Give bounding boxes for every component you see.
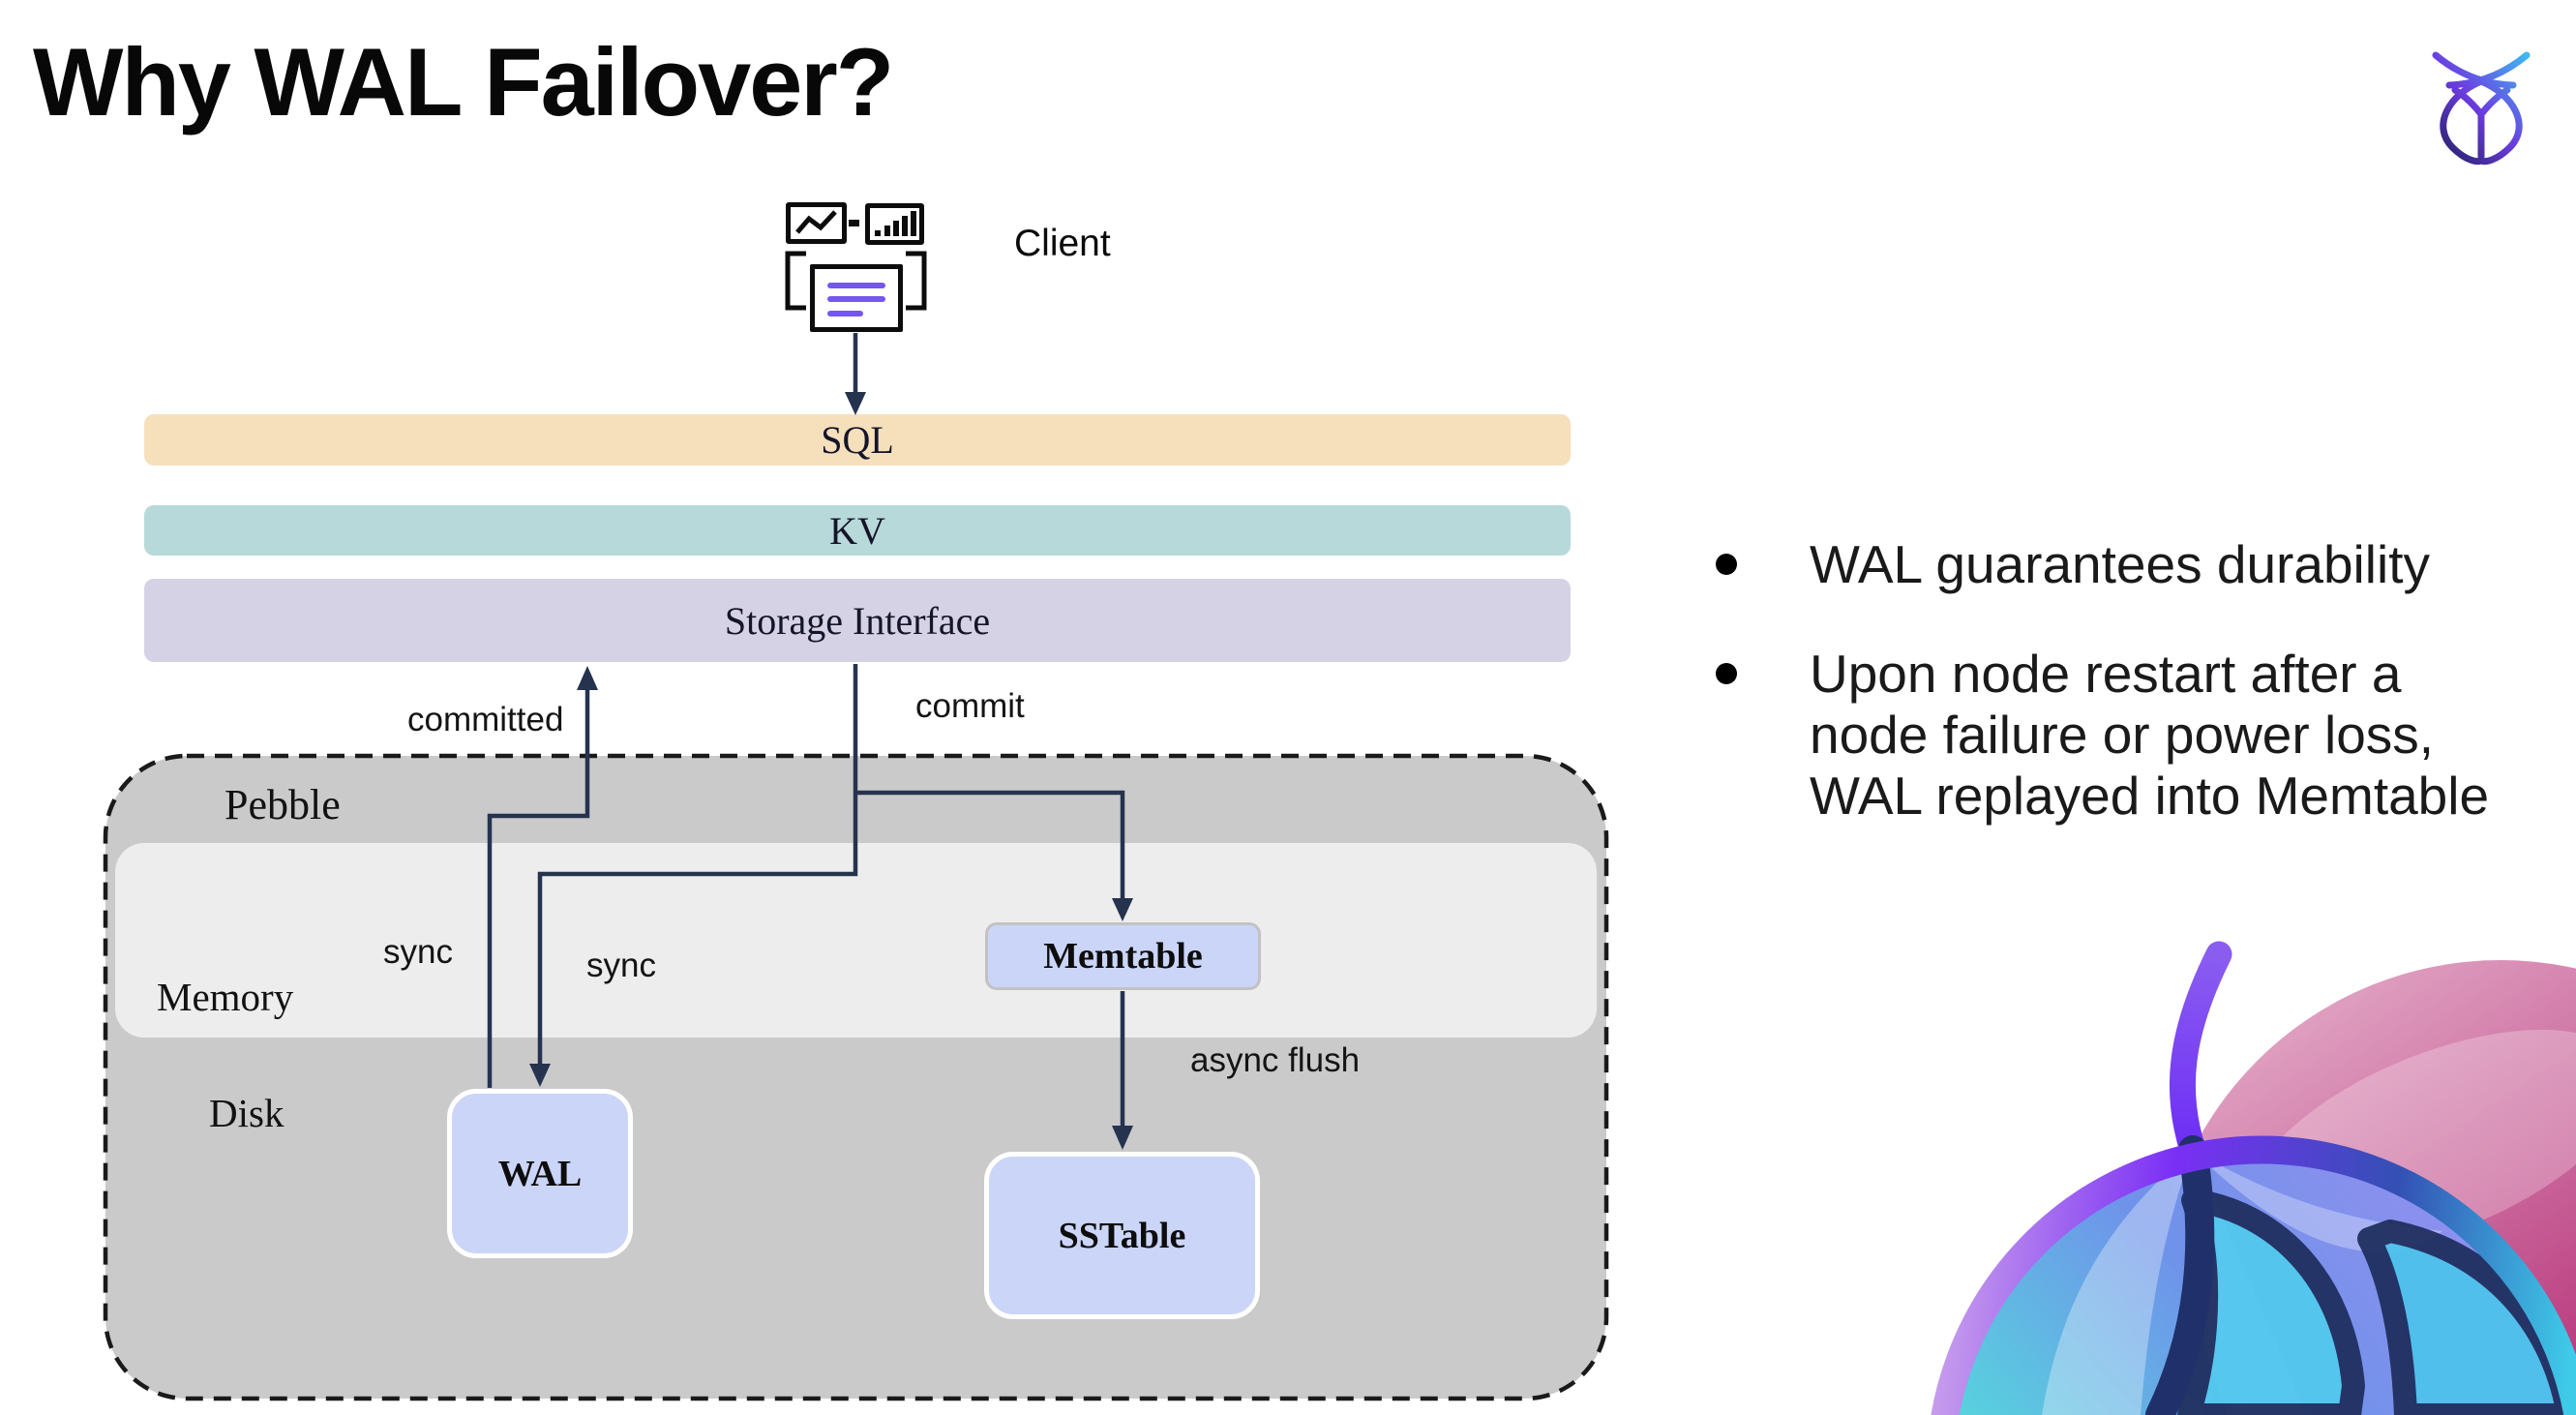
sync-right-edge-label: sync bbox=[586, 947, 656, 984]
layer-storage-interface-label: Storage Interface bbox=[724, 598, 991, 643]
bar-chart-icon bbox=[865, 203, 924, 245]
bullet-item: Upon node restart after a node failure o… bbox=[1716, 644, 2548, 827]
dash-connector-icon bbox=[849, 220, 859, 226]
arrowheads bbox=[529, 392, 1133, 1150]
client-label: Client bbox=[1014, 223, 1111, 264]
pebble-label: Pebble bbox=[225, 781, 341, 828]
async-flush-edge-label: async flush bbox=[1190, 1041, 1361, 1079]
sstable-node-label: SSTable bbox=[1058, 1215, 1186, 1256]
memory-label: Memory bbox=[157, 975, 294, 1019]
memtable-node-label: Memtable bbox=[1043, 936, 1203, 977]
commit-edge-label: commit bbox=[915, 687, 1025, 725]
layer-sql: SQL bbox=[144, 414, 1571, 466]
cockroachdb-logo-icon bbox=[2432, 51, 2531, 166]
document-icon bbox=[810, 264, 903, 332]
layer-kv: KV bbox=[144, 505, 1571, 556]
document-line bbox=[827, 283, 885, 288]
document-line bbox=[827, 311, 863, 316]
memtable-node: Memtable bbox=[985, 922, 1261, 990]
line-chart-icon bbox=[786, 202, 847, 244]
bullet-dot-icon bbox=[1716, 554, 1737, 575]
sync-left-edge-label: sync bbox=[383, 933, 453, 971]
layer-sql-label: SQL bbox=[821, 418, 894, 462]
layer-kv-label: KV bbox=[829, 508, 885, 553]
page-title: Why WAL Failover? bbox=[33, 28, 894, 135]
bracket-icons bbox=[785, 251, 927, 311]
disk-label: Disk bbox=[209, 1091, 285, 1135]
edge-committed bbox=[487, 689, 590, 1088]
document-line bbox=[827, 296, 885, 302]
sstable-node: SSTable bbox=[984, 1152, 1260, 1319]
bullet-dot-icon bbox=[1716, 663, 1737, 684]
bullet-item: WAL guarantees durability bbox=[1716, 534, 2548, 595]
wal-node-label: WAL bbox=[497, 1153, 583, 1194]
wal-node: WAL bbox=[447, 1089, 633, 1258]
bullet-text: Upon node restart after a node failure o… bbox=[1810, 644, 2490, 826]
layer-storage-interface: Storage Interface bbox=[144, 579, 1571, 662]
edge-commit-to-memtable bbox=[855, 790, 1125, 899]
committed-edge-label: committed bbox=[407, 701, 564, 738]
edge-commit bbox=[537, 664, 858, 1065]
bullet-text: WAL guarantees durability bbox=[1810, 534, 2430, 594]
bullet-list: WAL guarantees durability Upon node rest… bbox=[1716, 534, 2548, 827]
